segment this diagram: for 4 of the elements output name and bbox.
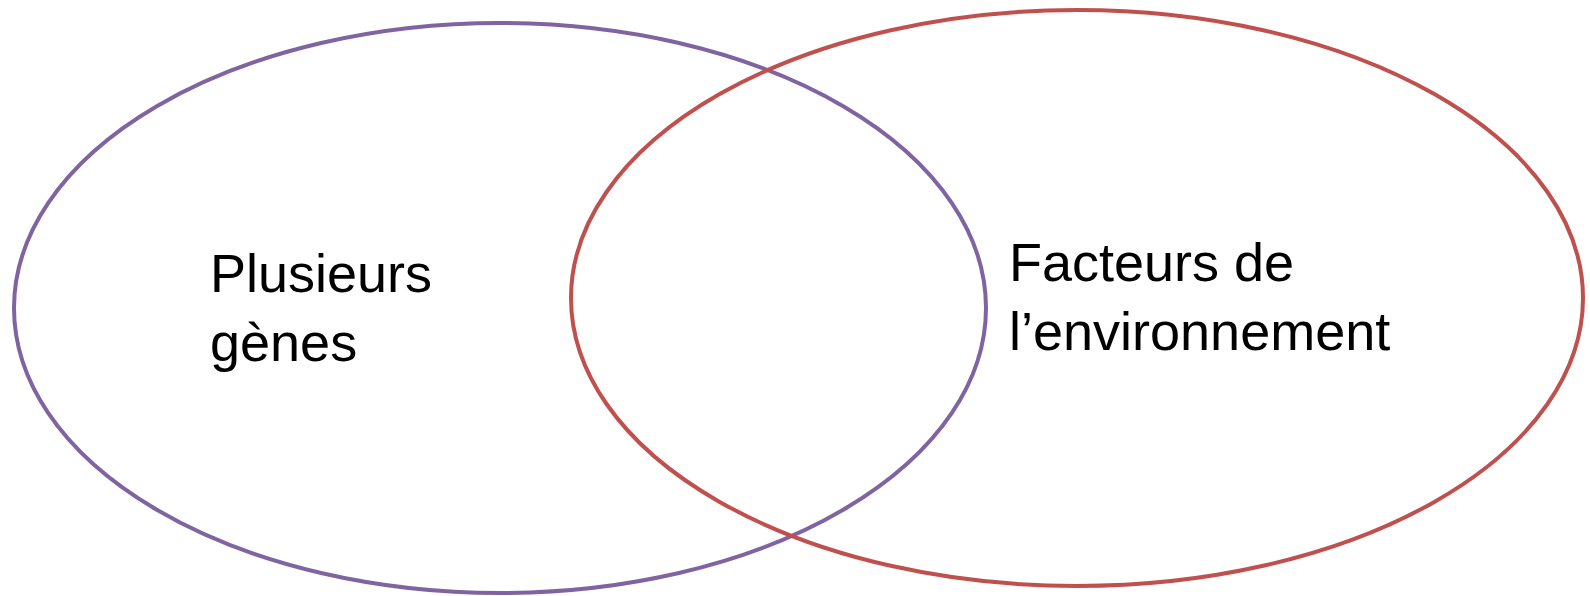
set-label: Plusieurs gènes [210,242,434,375]
set-ellipse [569,8,1585,588]
set-ellipse [12,21,988,595]
set-label: Facteurs de l’environnement [1009,231,1392,364]
